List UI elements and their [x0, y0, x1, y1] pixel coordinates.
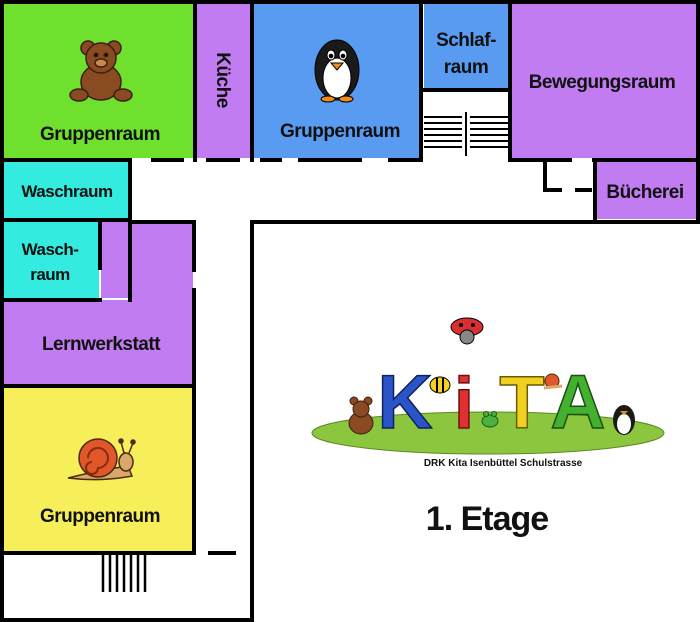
label-lernwerkstatt: Lernwerkstatt	[42, 334, 161, 355]
room-buecherei[interactable]	[596, 162, 697, 219]
label-gruppenraum-bear: Gruppenraum	[40, 124, 160, 145]
room-kueche[interactable]	[196, 4, 251, 158]
logo-caption: DRK Kita Isenbüttel Schulstrasse	[423, 458, 583, 469]
label-bewegungsraum: Bewegungsraum	[529, 72, 676, 93]
stairs-icon	[101, 555, 147, 592]
bee-icon	[429, 376, 451, 394]
label-waschraum-2-line2: raum	[30, 265, 70, 284]
room-waschraum-2[interactable]	[4, 222, 99, 298]
penguin-icon	[314, 39, 360, 103]
room-bewegungsraum[interactable]	[511, 4, 697, 158]
label-gruppenraum-penguin: Gruppenraum	[280, 121, 400, 142]
frog-icon	[481, 411, 499, 428]
label-buecherei: Bücherei	[606, 182, 683, 203]
logo-letter-t: T	[499, 361, 544, 444]
teddy-bear-icon	[348, 396, 374, 435]
logo-letter-i: i	[454, 364, 474, 444]
kita-logo: K i T A	[311, 317, 665, 455]
ladybug-icon	[450, 317, 484, 345]
snail-icon	[67, 438, 136, 481]
teddy-bear-icon	[69, 40, 133, 102]
label-schlafraum-1: Schlaf-	[436, 30, 496, 51]
penguin-icon	[613, 405, 635, 435]
room-schlafraum[interactable]	[424, 4, 510, 90]
label-waschraum: Waschraum	[21, 182, 113, 201]
stairs-icon	[424, 112, 508, 156]
snail-icon	[543, 373, 563, 390]
room-lernwerkstatt[interactable]	[4, 222, 193, 386]
logo-letter-k: K	[378, 360, 433, 445]
room-waschraum[interactable]	[4, 162, 128, 219]
label-waschraum-2-line1: Wasch-	[22, 240, 79, 259]
room-lernwerkstatt-nook	[101, 222, 129, 298]
logo-letter-a: A	[551, 360, 606, 445]
label-schlafraum-2: raum	[444, 57, 488, 78]
label-gruppenraum-snail: Gruppenraum	[40, 506, 160, 527]
floor-label: 1. Etage	[425, 500, 549, 538]
label-kueche: Küche	[212, 52, 233, 108]
